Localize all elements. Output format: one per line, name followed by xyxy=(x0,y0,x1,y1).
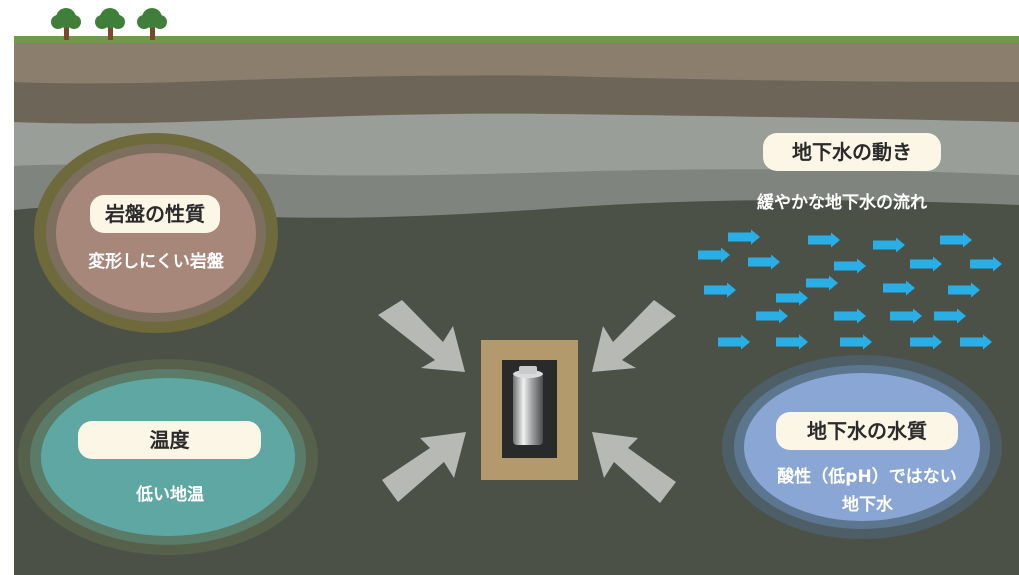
arrow-right-icon xyxy=(834,258,866,274)
arrow-right-icon xyxy=(748,254,780,270)
groundwater-movement-desc: 緩やかな地下水の流れ xyxy=(757,193,927,213)
arrow-right-icon xyxy=(776,290,808,306)
pressure-arrow-bottom-right xyxy=(592,432,676,503)
arrow-right-icon xyxy=(873,237,905,253)
canister-icon xyxy=(513,366,543,445)
arrow-right-icon xyxy=(890,308,922,324)
tree-icon xyxy=(137,8,167,40)
arrow-right-icon xyxy=(910,256,942,272)
arrow-right-icon xyxy=(698,247,730,263)
temperature-title: 温度 xyxy=(78,421,261,459)
tree-icon xyxy=(51,8,81,40)
stratum-brown xyxy=(14,40,1019,84)
grass-strip xyxy=(14,36,1019,43)
arrow-right-icon xyxy=(756,308,788,324)
arrow-right-icon xyxy=(970,256,1002,272)
arrow-right-icon xyxy=(934,308,966,324)
arrow-right-icon xyxy=(728,229,760,245)
arrow-right-icon xyxy=(910,334,942,350)
arrow-right-icon xyxy=(883,280,915,296)
arrow-right-icon xyxy=(960,334,992,350)
arrow-right-icon xyxy=(948,282,980,298)
arrow-right-icon xyxy=(704,282,736,298)
pressure-arrow-bottom-left xyxy=(382,432,466,502)
arrow-right-icon xyxy=(806,275,838,291)
groundwater-quality-desc-line1: 酸性（低pH）ではない xyxy=(777,467,957,487)
arrow-right-icon xyxy=(840,334,872,350)
pressure-arrow-top-right xyxy=(592,300,676,372)
tree-icon xyxy=(95,8,125,40)
arrow-right-icon xyxy=(718,334,750,350)
rock-property-desc: 変形しにくい岩盤 xyxy=(88,252,224,272)
arrow-right-icon xyxy=(834,308,866,324)
rock-property-ellipse xyxy=(34,133,278,333)
groundwater-flow-arrows xyxy=(698,229,1002,350)
pressure-arrow-top-left xyxy=(378,300,465,372)
groundwater-movement-title: 地下水の動き xyxy=(763,133,941,171)
rock-property-title: 岩盤の性質 xyxy=(90,195,220,233)
arrow-right-icon xyxy=(776,334,808,350)
temperature-desc: 低い地温 xyxy=(136,485,204,505)
groundwater-quality-title: 地下水の水質 xyxy=(776,412,958,450)
arrow-right-icon xyxy=(808,232,840,248)
groundwater-quality-desc-line2: 地下水 xyxy=(842,495,893,515)
arrow-right-icon xyxy=(940,232,972,248)
